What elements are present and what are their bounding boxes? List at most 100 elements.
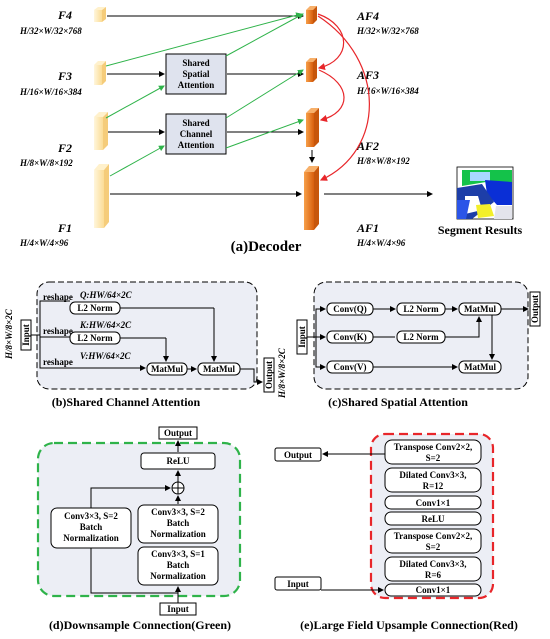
upsample-panel: Output Transpose Conv2×2, S=2 Dilated Co… (274, 432, 518, 632)
f3-block (94, 61, 106, 85)
f3-label: F3 (57, 69, 72, 83)
up-layer-5: Transpose Conv2×2, S=2 (384, 528, 482, 554)
ds-add-icon (171, 481, 185, 495)
f2-to-ssa-green (105, 85, 165, 119)
svg-text:ReLU: ReLU (422, 514, 445, 524)
svg-text:Conv3×3, S=2: Conv3×3, S=2 (64, 511, 118, 521)
ssa-to-af4-green (225, 13, 304, 57)
ssa-line-2: Spatial (182, 69, 210, 79)
upsample-caption: (e)Large Field Upsample Connection(Red) (300, 618, 518, 632)
af4-label: AF4 (356, 9, 379, 23)
ds-shortcut-to-add (90, 485, 171, 508)
sca-line-2: Channel (180, 129, 213, 139)
f4-dims: H/32×W/32×768 (19, 26, 82, 36)
svg-text:Output: Output (284, 450, 312, 460)
af1-label: AF1 (356, 221, 379, 235)
sa-matmul-top: MatMul (458, 302, 502, 316)
sa-l2norm-q: L2 Norm (396, 302, 446, 316)
ca-reshape-q: reshape (43, 292, 73, 302)
f1-dims: H/4×W/4×96 (19, 238, 69, 248)
svg-text:R=12: R=12 (423, 481, 444, 491)
sa-branch-q (307, 306, 326, 338)
svg-text:Conv3×3, S=2: Conv3×3, S=2 (151, 507, 205, 517)
af1-block (304, 166, 319, 230)
segment-result-image (456, 166, 514, 220)
svg-text:Batch: Batch (167, 518, 190, 528)
ca-l2norm-k: L2 Norm (69, 331, 121, 345)
f4-block (94, 7, 106, 22)
svg-text:Normalization: Normalization (63, 533, 119, 543)
f4-label: F4 (57, 8, 72, 22)
svg-text:L2 Norm: L2 Norm (77, 303, 113, 313)
ds-output-box: Output (158, 426, 198, 440)
svg-text:MatMul: MatMul (151, 364, 183, 374)
ca-matmul-2: MatMul (197, 362, 241, 376)
sca-line-3: Attention (178, 140, 215, 150)
up-layer-7: Conv1×1 (384, 583, 482, 597)
ca-output-box: Output (263, 357, 275, 393)
ca-v-label: V:HW/64×2C (80, 351, 131, 361)
sa-input-box: Input (296, 319, 308, 355)
downsample-caption: (d)Downsample Connection(Green) (49, 618, 231, 632)
channel-attention-panel: H/8×W/8×2C Input reshape reshape reshape… (4, 281, 287, 409)
sa-conv-k: Conv(K) (326, 330, 374, 344)
ds-low-box: Conv3×3, S=1 Batch Normalization (137, 546, 219, 586)
ca-reshape-v: reshape (43, 357, 73, 367)
svg-text:Input: Input (167, 604, 189, 614)
decoder-panel: F4 H/32×W/32×768 F3 H/16×W/16×384 F2 H/8… (19, 6, 522, 255)
up-layer-4: ReLU (384, 511, 482, 526)
ca-branch-q (31, 300, 70, 336)
up-layer-3: Conv1×1 (384, 495, 482, 510)
svg-text:Batch: Batch (167, 560, 190, 570)
ssa-line-3: Attention (178, 80, 215, 90)
spatial-attention-caption: (c)Shared Spatial Attention (328, 395, 468, 409)
af1-dims: H/4×W/4×96 (356, 238, 406, 248)
ca-l2norm-q: L2 Norm (69, 301, 121, 315)
af4-to-af3-red (317, 13, 345, 71)
sca-line-1: Shared (182, 118, 209, 128)
ds-mid-box: Conv3×3, S=2 Batch Normalization (137, 504, 219, 544)
svg-text:Conv(K): Conv(K) (333, 332, 367, 342)
ca-output-dims: H/8×W/8×2C (277, 347, 287, 399)
up-input-box: Input (274, 576, 322, 591)
up-layer-1: Transpose Conv2×2, S=2 (384, 439, 482, 465)
svg-text:Batch: Batch (80, 522, 103, 532)
svg-text:R=6: R=6 (425, 570, 442, 580)
svg-text:S=2: S=2 (426, 542, 441, 552)
ssa-line-1: Shared (182, 58, 209, 68)
ca-reshape-k: reshape (43, 326, 73, 336)
af3-to-af2-red (318, 69, 345, 122)
up-layer-6: Dilated Conv3×3, R=6 (384, 556, 482, 582)
spatial-attention-panel: Input Conv(Q) Conv(K) Conv(V) L2 Norm L2… (296, 281, 541, 409)
ds-input-box: Input (159, 602, 197, 616)
svg-text:Dilated Conv3×3,: Dilated Conv3×3, (399, 559, 466, 569)
f2-dims: H/8×W/8×192 (19, 158, 73, 168)
svg-text:Normalization: Normalization (150, 529, 206, 539)
shared-spatial-attention-box: Shared Spatial Attention (165, 53, 227, 95)
svg-text:ReLU: ReLU (167, 456, 190, 466)
downsample-panel: Output ReLU Conv3×3, S=2 Batch Normaliza… (36, 426, 242, 632)
af3-block (306, 58, 317, 82)
sa-conv-q: Conv(Q) (326, 302, 374, 316)
svg-text:Transpose Conv2×2,: Transpose Conv2×2, (394, 531, 472, 541)
ca-q-label: Q:HW/64×2C (80, 290, 133, 300)
f3-dims: H/16×W/16×384 (19, 87, 82, 97)
svg-text:L2 Norm: L2 Norm (403, 304, 439, 314)
svg-text:MatMul: MatMul (464, 362, 496, 372)
ca-k-label: K:HW/64×2C (79, 320, 132, 330)
svg-text:MatMul: MatMul (464, 304, 496, 314)
sca-to-af2-green (225, 118, 304, 149)
shared-channel-attention-box: Shared Channel Attention (165, 113, 227, 155)
svg-text:Conv(V): Conv(V) (334, 362, 367, 372)
ca-input-dims: H/8×W/8×2C (4, 308, 14, 360)
af3-label: AF3 (356, 68, 379, 82)
ca-matmul-1: MatMul (146, 362, 188, 376)
sa-l2norm-k: L2 Norm (396, 330, 446, 344)
ds-relu-box: ReLU (140, 452, 216, 470)
af4-dims: H/32×W/32×768 (356, 26, 419, 36)
sa-matmul-bottom: MatMul (458, 360, 502, 374)
svg-text:Normalization: Normalization (150, 571, 206, 581)
sa-conv-v: Conv(V) (326, 360, 374, 374)
ds-left-box: Conv3×3, S=2 Batch Normalization (50, 507, 132, 549)
